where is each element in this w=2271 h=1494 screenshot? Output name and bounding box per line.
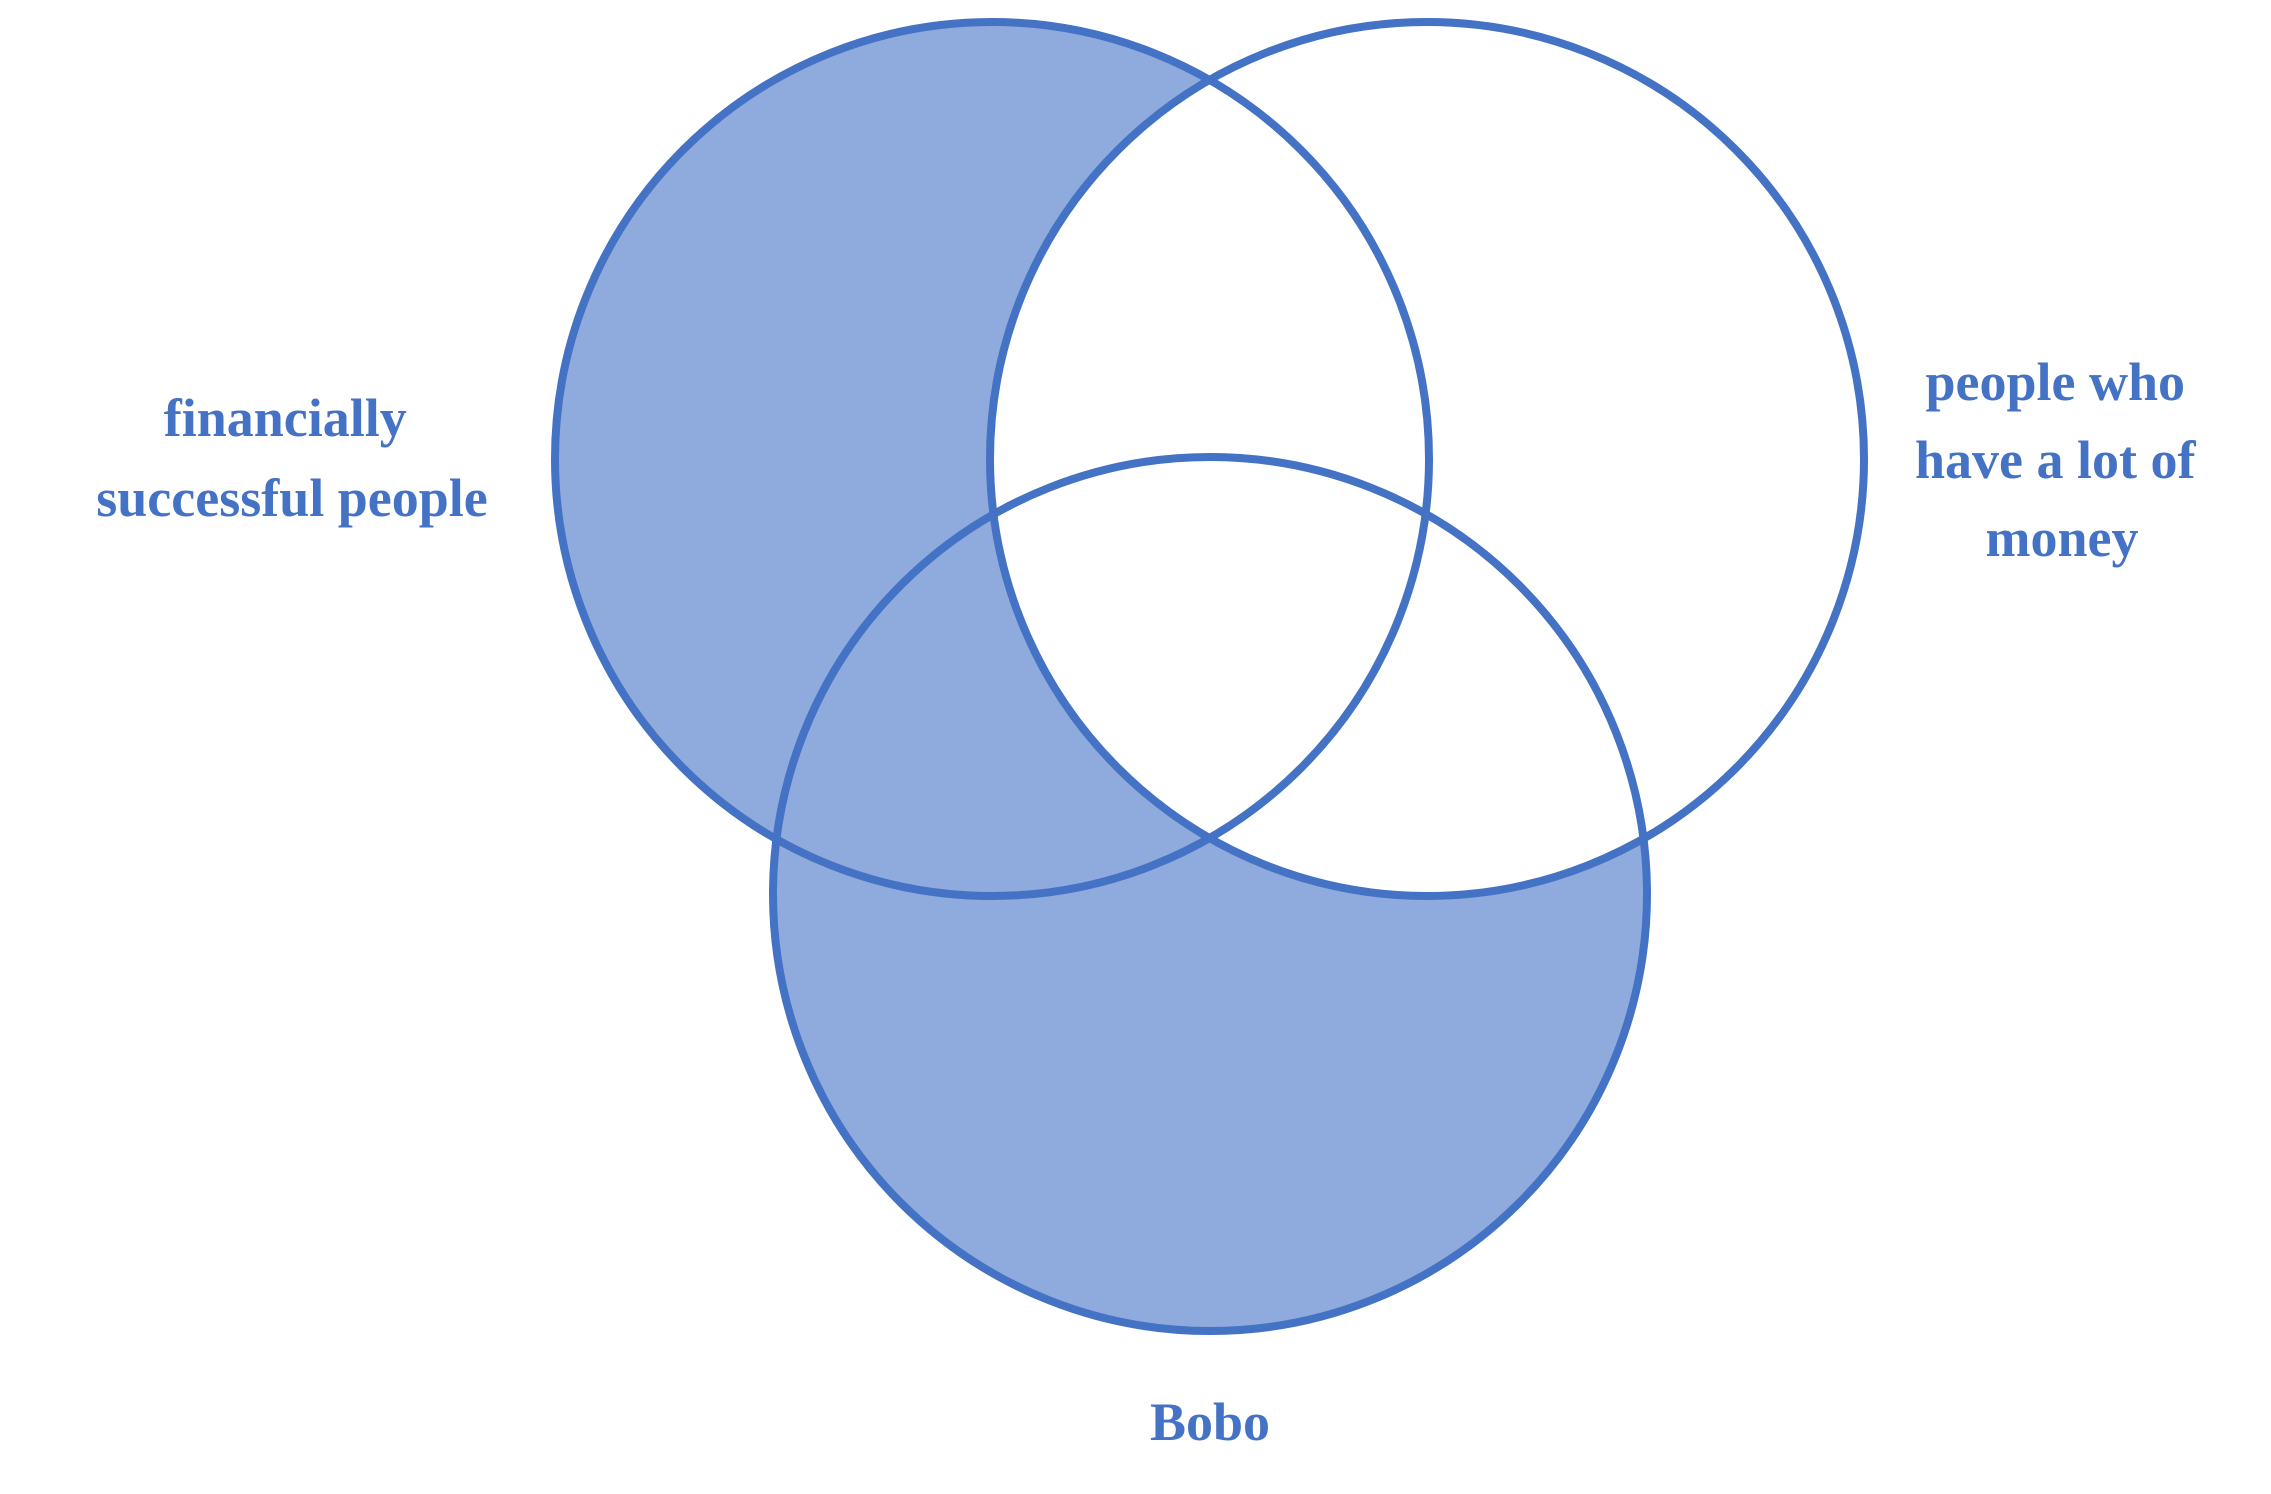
set-b-circle [986, 18, 1868, 900]
set-a-label-line-2: successful people [96, 468, 488, 528]
set-c-label: Bobo [1150, 1392, 1270, 1452]
set-a-label-line-1: financially [164, 388, 407, 448]
set-a-label: financially successful people [96, 388, 488, 528]
set-b-label: people who have a lot of money [1915, 352, 2209, 568]
set-b-label-line-3: money [1986, 508, 2139, 568]
set-c-label-line-1: Bobo [1150, 1392, 1270, 1452]
set-c-circle [769, 453, 1651, 1335]
set-b-label-line-2: have a lot of [1915, 430, 2196, 490]
set-b-label-line-1: people who [1925, 352, 2185, 412]
set-a-circle [551, 18, 1433, 900]
